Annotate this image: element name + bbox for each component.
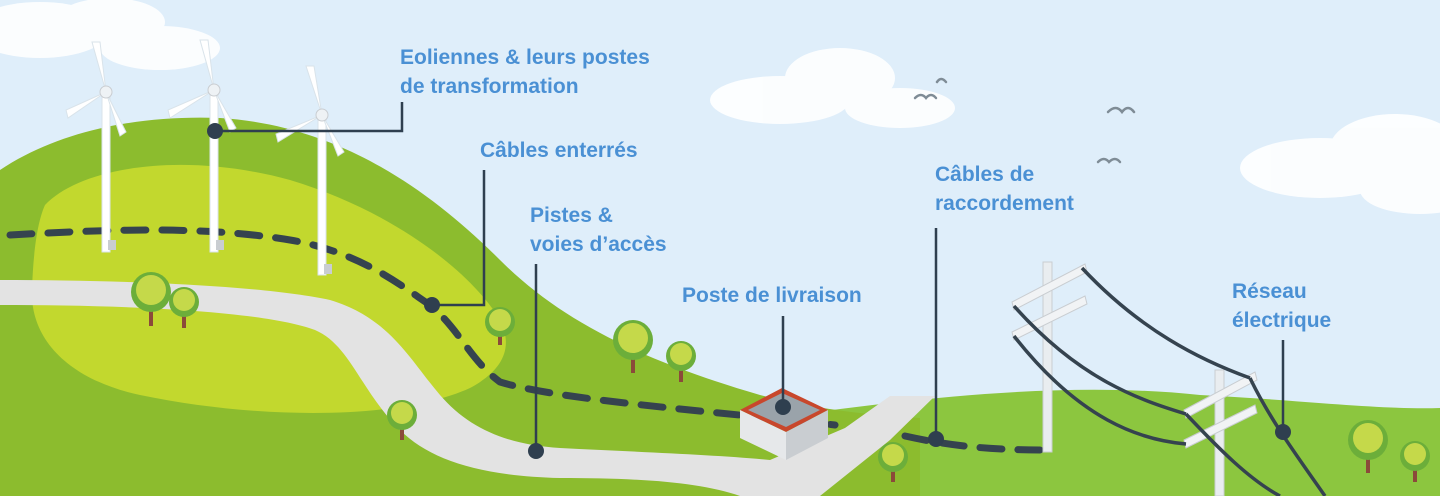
connection-cable-line <box>901 432 1049 454</box>
label-buried-cables-line1: Câbles enterrés <box>480 139 638 162</box>
label-delivery-station: Poste de livraison <box>682 281 862 310</box>
wind-turbine-3 <box>275 65 345 276</box>
leader-dots <box>207 123 1291 459</box>
cloud-left <box>0 0 220 70</box>
power-pole-1 <box>1011 261 1088 453</box>
label-power-grid-line1: Réseau <box>1232 280 1307 303</box>
label-delivery-station-line1: Poste de livraison <box>682 284 862 307</box>
cloud-right <box>1240 114 1440 214</box>
wind-turbine-2 <box>167 39 237 253</box>
wind-turbine-1 <box>65 41 127 253</box>
label-access-tracks-line2: voies d’accès <box>530 233 667 256</box>
label-wind-turbines-line1: Eoliennes & leurs postes <box>400 46 650 69</box>
birds <box>913 77 1136 164</box>
label-power-grid: Réseau électrique <box>1232 277 1331 335</box>
label-connection-cables-line2: raccordement <box>935 192 1074 215</box>
label-connection-cables: Câbles de raccordement <box>935 160 1074 218</box>
leader-lines <box>215 102 1285 450</box>
trees <box>131 272 1430 482</box>
label-wind-turbines: Eoliennes & leurs postes de transformati… <box>400 43 650 101</box>
power-lines <box>1012 266 1327 496</box>
label-buried-cables: Câbles enterrés <box>480 136 638 165</box>
leader-wind-turbines <box>215 102 404 133</box>
label-access-tracks: Pistes & voies d’accès <box>530 201 667 259</box>
label-power-grid-line2: électrique <box>1232 309 1332 332</box>
label-connection-cables-line1: Câbles de <box>935 163 1035 186</box>
label-access-tracks-line1: Pistes & <box>530 204 613 227</box>
access-road <box>0 280 935 496</box>
label-wind-turbines-line2: de transformation <box>400 75 579 98</box>
leader-buried-cables <box>432 170 486 307</box>
cloud-middle <box>710 48 955 128</box>
